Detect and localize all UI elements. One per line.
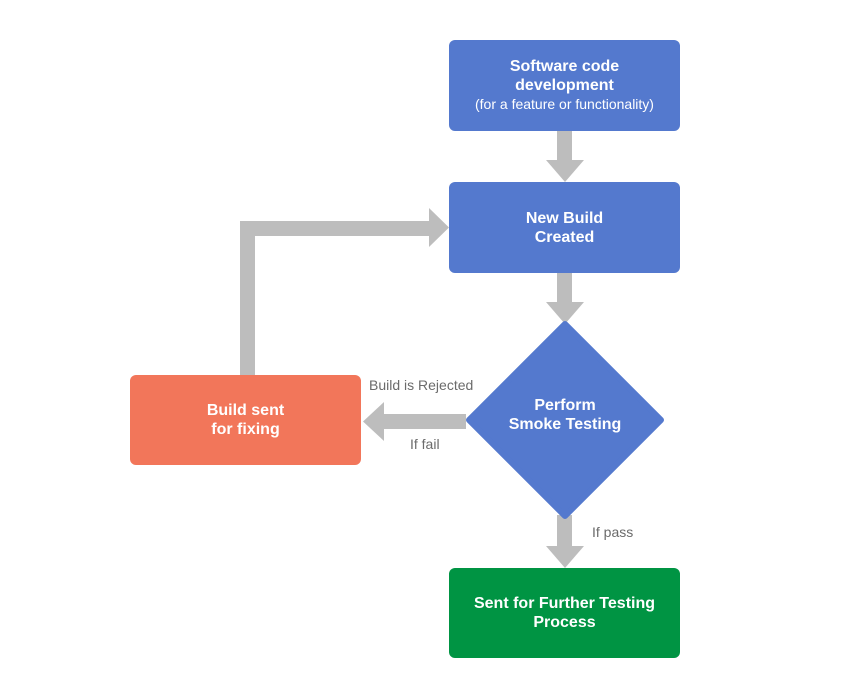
node-further-line2: Process <box>533 614 596 631</box>
node-build-fixing: Build sent for fixing <box>130 375 361 465</box>
node-smoke-testing-line2: Smoke Testing <box>508 416 622 433</box>
arrow-build-to-smoke <box>546 273 584 324</box>
node-smoke-testing: Perform Smoke Testing <box>470 396 660 434</box>
edge-label-fail: If fail <box>410 436 440 452</box>
edge-label-rejected: Build is Rejected <box>369 377 474 393</box>
node-development-title: Software code development <box>509 58 620 94</box>
node-new-build-line2: Created <box>534 228 595 246</box>
node-new-build-line1: New Build <box>525 209 604 227</box>
smoke-testing-diamond <box>466 321 664 519</box>
node-further-testing: Sent for Further Testing Process <box>449 568 680 658</box>
arrow-smoke-to-fixing <box>363 402 466 441</box>
arrow-dev-to-build <box>546 131 584 182</box>
edge-label-pass: If pass <box>592 524 634 540</box>
arrow-smoke-to-further <box>546 515 584 568</box>
node-software-development: Software code development (for a feature… <box>449 40 680 131</box>
arrow-fixing-to-build <box>240 208 449 375</box>
node-further-line1: Sent for Further Testing <box>473 595 656 612</box>
node-new-build: New Build Created <box>449 182 680 273</box>
node-fixing-line2: for fixing <box>211 421 280 438</box>
node-smoke-testing-line1: Perform <box>534 397 596 414</box>
node-fixing-line1: Build sent <box>206 402 285 419</box>
node-development-subtitle: (for a feature or functionality) <box>475 96 654 112</box>
